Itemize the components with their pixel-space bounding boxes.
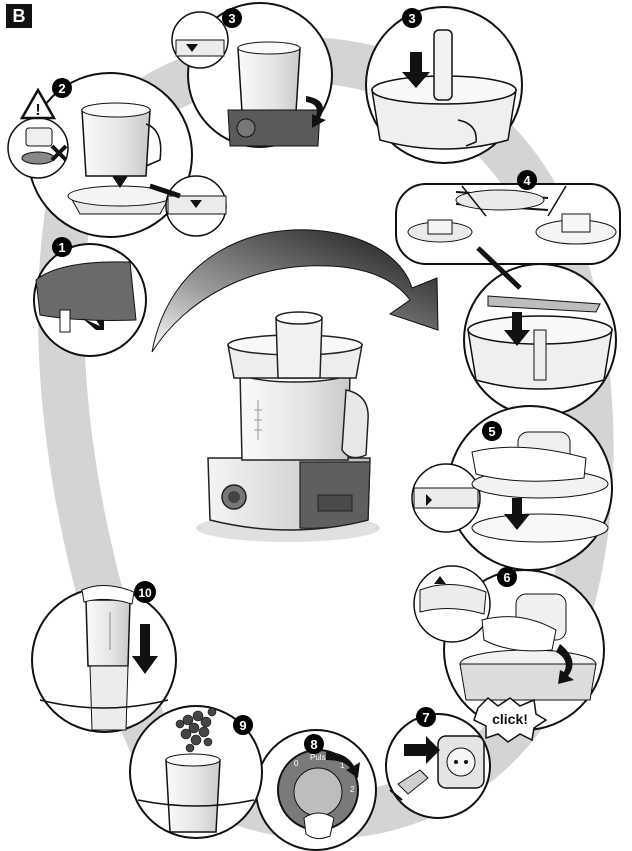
- down-arrow-icon: [504, 498, 530, 530]
- callout-step-1: [33, 243, 147, 357]
- callout-step-8: 0 Pulse 1 2: [255, 729, 377, 851]
- down-arrow-icon: [82, 318, 104, 330]
- down-arrow-icon: [132, 624, 158, 674]
- step-badge-8: 8: [304, 734, 324, 754]
- callout-step-5: [411, 405, 613, 571]
- step-badge-9: 9: [233, 715, 253, 735]
- rotate-arrow-icon: [556, 644, 574, 684]
- step-number-4: 4: [523, 173, 531, 188]
- down-arrow-icon: [112, 176, 128, 188]
- rotate-arrow-icon: [326, 752, 360, 778]
- step-badge-6: 6: [497, 567, 517, 587]
- step-badge-2: 2: [52, 78, 72, 98]
- dial-mark-one: 1: [340, 761, 345, 770]
- step-number-9: 9: [239, 718, 246, 733]
- step-badge-3b: 3: [402, 8, 422, 28]
- callout-step-6: click!: [413, 565, 605, 743]
- callout-step-3a: [171, 2, 333, 148]
- step-number-8: 8: [310, 737, 317, 752]
- step-number-10: 10: [138, 586, 152, 600]
- dial-mark-zero: 0: [294, 759, 299, 768]
- step-badge-4: 4: [517, 170, 537, 190]
- step-badge-10: 10: [134, 581, 156, 603]
- click-indicator-text: click!: [492, 711, 528, 727]
- step-number-1: 1: [58, 240, 65, 255]
- right-arrow-icon: [404, 736, 440, 764]
- speed-dial-icon: [236, 118, 256, 138]
- ingredient-pieces: [175, 707, 217, 753]
- cross-mark-icon: [50, 144, 68, 162]
- power-plug-icon: [397, 769, 429, 795]
- step-number-7: 7: [422, 710, 429, 725]
- step-badge-7: 7: [416, 707, 436, 727]
- callout-step-4: [395, 183, 621, 417]
- section-label: B: [6, 4, 32, 28]
- warning-icon: !: [19, 87, 57, 120]
- callout-step-9: [129, 705, 263, 839]
- step-badge-3a: 3: [222, 8, 242, 28]
- callout-step-3b: [365, 6, 523, 164]
- step-number-2: 2: [58, 81, 65, 96]
- callout-step-7: [385, 713, 491, 819]
- down-arrow-icon: [402, 52, 430, 88]
- big-curved-arrow: [151, 229, 439, 353]
- warning-symbol: !: [35, 102, 40, 119]
- down-arrow-icon: [504, 312, 530, 346]
- dial-mark-two: 2: [350, 785, 355, 794]
- section-label-text: B: [13, 6, 26, 26]
- callout-step-2: [7, 72, 227, 238]
- step-number-3a: 3: [228, 11, 235, 26]
- step-number-5: 5: [488, 424, 495, 439]
- rotate-arrow-icon: [306, 96, 326, 128]
- food-processor-main: [196, 311, 380, 542]
- step-badge-5: 5: [482, 421, 502, 441]
- dial-mark-pulse: Pulse: [310, 753, 331, 762]
- step-number-6: 6: [503, 570, 510, 585]
- step-number-3b: 3: [408, 11, 415, 26]
- step-badge-1: 1: [52, 237, 72, 257]
- callout-step-10: [31, 585, 177, 733]
